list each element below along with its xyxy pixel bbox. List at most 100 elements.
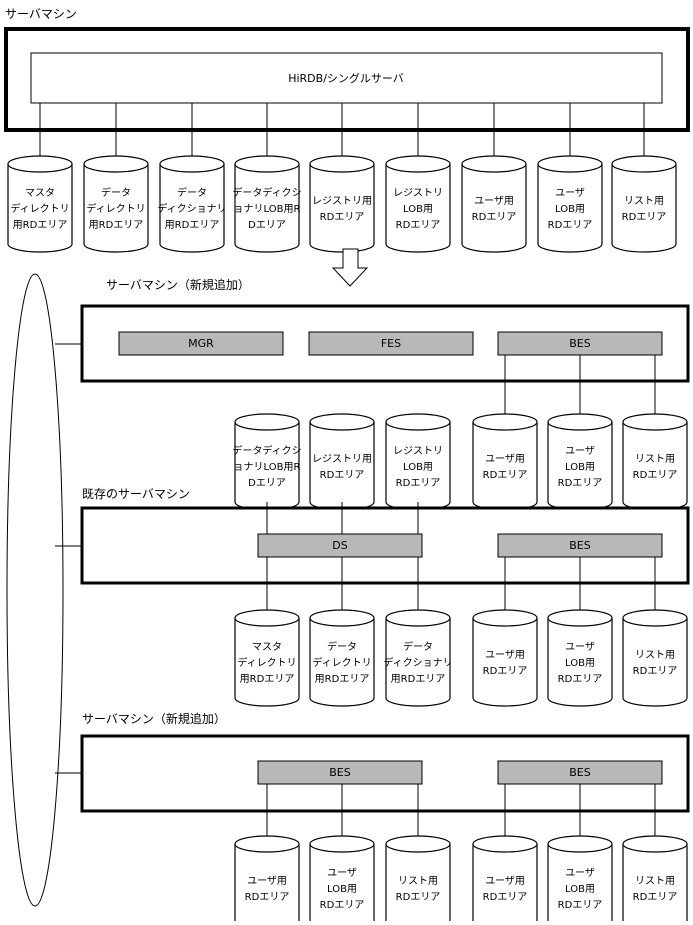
rd-area-label: RDエリア — [472, 212, 517, 223]
new1-bes-server-label: BES — [569, 337, 590, 350]
rd-area-cylinder: ユーザ用 RDエリア — [234, 835, 300, 925]
rd-area-label: リスト用 — [624, 196, 664, 207]
rd-area-label: データディクシ — [232, 186, 301, 199]
rd-area-label: 用RDエリア — [391, 674, 446, 685]
rd-area-label: マスタ — [25, 187, 55, 199]
rd-area-label: 用RDエリア — [13, 220, 68, 231]
cylinder-body — [622, 618, 688, 707]
rd-area-label: RDエリア — [483, 470, 528, 481]
single-server-label: HiRDB/シングルサーバ — [288, 71, 404, 85]
ds-server-box — [257, 533, 423, 558]
new2-connectors — [266, 784, 656, 844]
cylinder-body — [537, 164, 603, 253]
rd-area-label: LOB用 — [403, 462, 433, 473]
rd-area-cylinder: リスト用 RDエリア — [611, 155, 677, 253]
cylinder-top — [7, 155, 73, 173]
cylinder-body — [309, 844, 375, 925]
rd-area-label: ディレクトリ — [237, 656, 296, 669]
rd-area-label: レジストリ — [393, 446, 443, 457]
cylinder-body — [385, 164, 451, 253]
rd-area-label: ディクショナリ — [383, 656, 452, 669]
cylinder-top — [537, 155, 603, 173]
rd-area-label: 用RDエリア — [89, 220, 144, 231]
cylinder-top — [547, 609, 613, 627]
rd-area-label: Dエリア — [248, 478, 286, 489]
cylinder-top — [385, 155, 451, 173]
rd-area-label: RDエリア — [396, 478, 441, 489]
rd-area-label: データ — [101, 186, 131, 199]
new2-bes1-server-label: BES — [329, 766, 350, 779]
cylinder-top — [611, 155, 677, 173]
cylinder-top — [309, 413, 375, 431]
cylinder-top — [622, 835, 688, 853]
rd-area-label: データ — [403, 640, 433, 653]
rd-area-label: RDエリア — [622, 212, 667, 223]
rd-area-label: データ — [177, 186, 207, 199]
rd-area-label: ユーザ用 — [485, 875, 525, 887]
existing-connectors — [266, 502, 656, 618]
cylinder-body — [159, 164, 225, 253]
cylinder-top — [472, 609, 538, 627]
new2-rd-areas: ユーザ用RDエリアユーザLOB用RDエリアリスト用RDエリアユーザ用RDエリアユ… — [234, 835, 688, 925]
cylinder-body — [234, 618, 300, 707]
rd-area-label: ユーザ用 — [485, 649, 525, 661]
rd-area-label: マスタ — [252, 641, 282, 653]
rd-area-label: LOB用 — [327, 884, 357, 895]
cylinder-top — [234, 155, 300, 173]
rd-area-label: ユーザ用 — [247, 875, 287, 887]
rd-area-label: LOB用 — [565, 658, 595, 669]
cylinder-top — [234, 835, 300, 853]
cylinder-top — [472, 835, 538, 853]
network-ellipse-icon — [6, 273, 64, 907]
cylinder-body — [7, 164, 73, 253]
cylinder-body — [622, 422, 688, 511]
rd-area-label: ユーザ用 — [474, 195, 514, 207]
rd-area-label: ユーザ用 — [485, 453, 525, 465]
rd-area-label: RDエリア — [483, 892, 528, 903]
rd-area-label: ユーザ — [565, 445, 595, 457]
cylinder-body — [472, 422, 538, 511]
cylinder-body — [472, 618, 538, 707]
new2-machine-label: サーバマシン（新規追加） — [82, 711, 226, 726]
rd-area-label: ョナリLOB用R — [234, 461, 301, 473]
ds-server-label: DS — [332, 539, 347, 552]
rd-area-label: 用RDエリア — [315, 674, 370, 685]
cylinder-top — [547, 835, 613, 853]
rd-area-label: RDエリア — [633, 666, 678, 677]
new1-machine-label: サーバマシン（新規追加） — [106, 277, 250, 292]
rd-area-label: RDエリア — [245, 892, 290, 903]
cylinder-top — [83, 155, 149, 173]
rd-area-label: RDエリア — [396, 892, 441, 903]
rd-area-label: ユーザ — [555, 187, 585, 199]
cylinder-body — [611, 164, 677, 253]
top-machine-label: サーバマシン — [5, 7, 77, 21]
rd-area-label: ディクショナリ — [157, 202, 226, 215]
cylinder-body — [83, 164, 149, 253]
rd-area-label: リスト用 — [635, 650, 675, 661]
cylinder-body — [309, 422, 375, 511]
rd-area-label: LOB用 — [555, 204, 585, 215]
rd-area-label: RDエリア — [558, 478, 603, 489]
rd-area-label: ディレクトリ — [312, 656, 371, 669]
cylinder-top — [461, 155, 527, 173]
cylinder-top — [385, 413, 451, 431]
cylinder-top — [472, 413, 538, 431]
rd-area-label: RDエリア — [558, 900, 603, 911]
rd-area-label: レジストリ用 — [312, 454, 372, 465]
rd-area-label: ディレクトリ — [10, 202, 69, 215]
